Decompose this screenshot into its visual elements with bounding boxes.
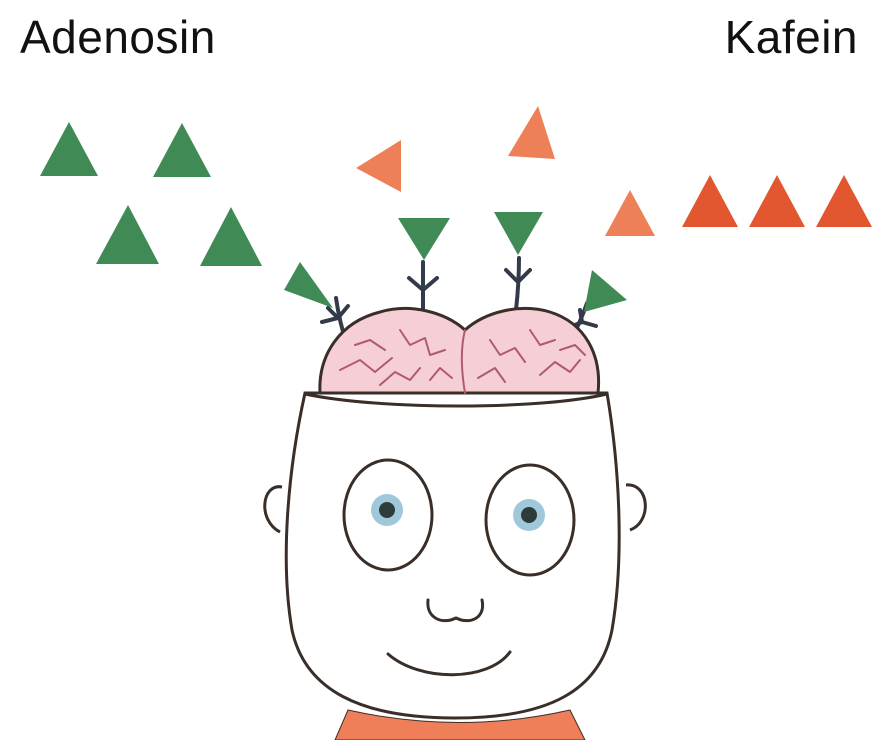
- free-adenosine-group: [40, 122, 262, 266]
- caffeine-molecule: [605, 190, 655, 236]
- caffeine-molecule: [749, 175, 805, 227]
- bound-adenosine-molecule: [284, 262, 333, 308]
- adenosine-molecule: [153, 123, 211, 177]
- left-eye: [344, 460, 432, 570]
- bound-adenosine-molecule: [494, 212, 543, 255]
- head: [286, 393, 619, 718]
- bound-adenosine-molecule: [398, 218, 450, 260]
- brain: [320, 308, 599, 393]
- left-ear: [265, 487, 282, 532]
- caffeine-molecule: [816, 175, 872, 227]
- caffeine-group: [356, 106, 872, 236]
- caffeine-molecule: [682, 175, 738, 227]
- receptor: [398, 218, 450, 315]
- caffeine-molecule: [508, 106, 555, 159]
- adenosine-molecule: [200, 207, 262, 266]
- caffeine-molecule: [356, 140, 401, 192]
- right-ear: [626, 485, 645, 530]
- receptor: [284, 262, 348, 345]
- right-eye: [486, 465, 574, 575]
- adenosine-molecule: [40, 122, 98, 176]
- adenosine-molecule: [96, 205, 159, 264]
- receptor: [494, 212, 543, 310]
- bound-adenosine-molecule: [584, 270, 627, 312]
